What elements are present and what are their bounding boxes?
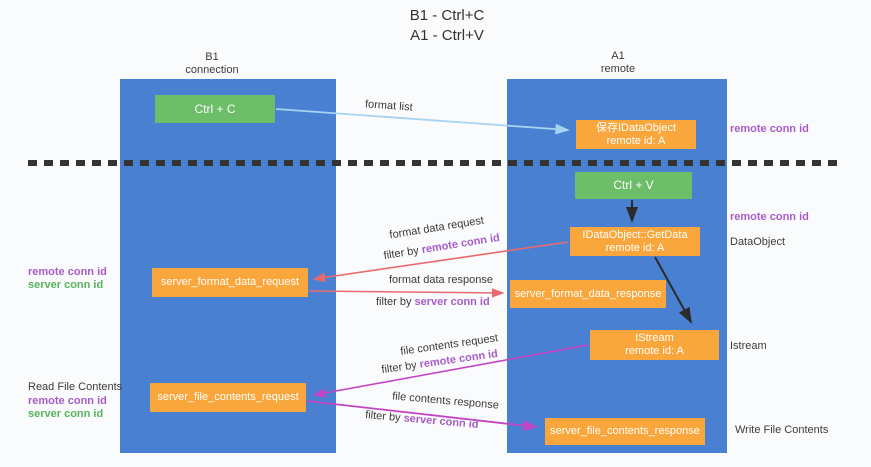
side-label-left-server-conn-id-bottom: server conn id	[28, 408, 104, 420]
server-conn-id-text: server conn id	[403, 412, 480, 431]
filter-by-text: filter by	[382, 244, 423, 263]
filter-by-text: filter by	[376, 296, 415, 308]
istream-line1: IStream	[635, 332, 674, 344]
getdata-line2: remote id: A	[605, 241, 665, 254]
lane-b1-name: B1	[205, 51, 219, 63]
side-label-left-server-conn-id-top: server conn id	[28, 279, 104, 291]
arrow-format-data-response	[308, 288, 505, 298]
save-idataobject-line2: remote id: A	[606, 134, 666, 147]
server-conn-id-text: server conn id	[414, 296, 490, 308]
node-istream: IStream remote id: A	[590, 330, 719, 360]
node-idataobject-getdata: IDataObject::GetData remote id: A	[570, 227, 700, 256]
node-server-file-contents-response: server_file_contents_response	[545, 418, 705, 445]
side-label-write-file-contents: Write File Contents	[735, 424, 829, 436]
diagram-title: B1 - Ctrl+C A1 - Ctrl+V	[347, 6, 547, 46]
edge-label-format-list: format list	[364, 98, 414, 114]
ctrl-v-label: Ctrl + V	[613, 178, 654, 192]
node-ctrl-c: Ctrl + C	[155, 95, 275, 123]
filter-by-text: filter by	[380, 358, 421, 377]
lane-header-b1: B1 connection	[152, 51, 272, 77]
format-request-label: server_format_data_request	[160, 276, 300, 288]
side-label-remote-conn-id-mid: remote conn id	[730, 211, 809, 223]
file-response-label: server_file_contents_response	[550, 425, 700, 437]
filter-by-text: filter by	[364, 409, 405, 425]
side-label-left-remote-conn-id-top: remote conn id	[28, 266, 107, 278]
edge-label-format-data-response: format data response	[389, 274, 493, 286]
getdata-line1: IDataObject::GetData	[582, 228, 688, 241]
lane-header-a1: A1 remote	[558, 50, 678, 76]
lane-a1-name: A1	[611, 50, 625, 62]
side-label-left-remote-conn-id-bottom: remote conn id	[28, 395, 107, 407]
lane-b1-role: connection	[185, 64, 239, 76]
format-response-label: server_format_data_response	[514, 287, 662, 300]
istream-line2: remote id: A	[625, 345, 684, 357]
file-request-label: server_file_contents_request	[157, 391, 299, 403]
lane-a1-role: remote	[600, 63, 636, 75]
edge-label-file-contents-response-filter: filter by server conn id	[365, 409, 479, 431]
title-line-1: B1 - Ctrl+C	[409, 7, 485, 24]
edge-label-file-contents-response: file contents response	[391, 390, 500, 412]
node-save-idataobject: 保存IDataObject remote id: A	[576, 120, 696, 149]
side-label-dataobject: DataObject	[730, 236, 786, 248]
side-label-read-file-contents: Read File Contents	[28, 381, 123, 393]
ctrl-c-label: Ctrl + C	[194, 101, 236, 116]
node-ctrl-v: Ctrl + V	[575, 172, 692, 199]
node-server-format-data-request: server_format_data_request	[152, 268, 308, 297]
remote-conn-id-text: remote conn id	[420, 231, 501, 257]
title-line-2: A1 - Ctrl+V	[410, 27, 484, 44]
node-server-format-data-response: server_format_data_response	[510, 280, 666, 308]
save-idataobject-line1: 保存IDataObject	[595, 121, 677, 134]
side-label-istream: Istream	[730, 340, 767, 352]
node-server-file-contents-request: server_file_contents_request	[150, 383, 306, 412]
side-label-remote-conn-id-top: remote conn id	[730, 123, 809, 135]
edge-label-format-data-response-filter: filter by server conn id	[376, 296, 490, 308]
